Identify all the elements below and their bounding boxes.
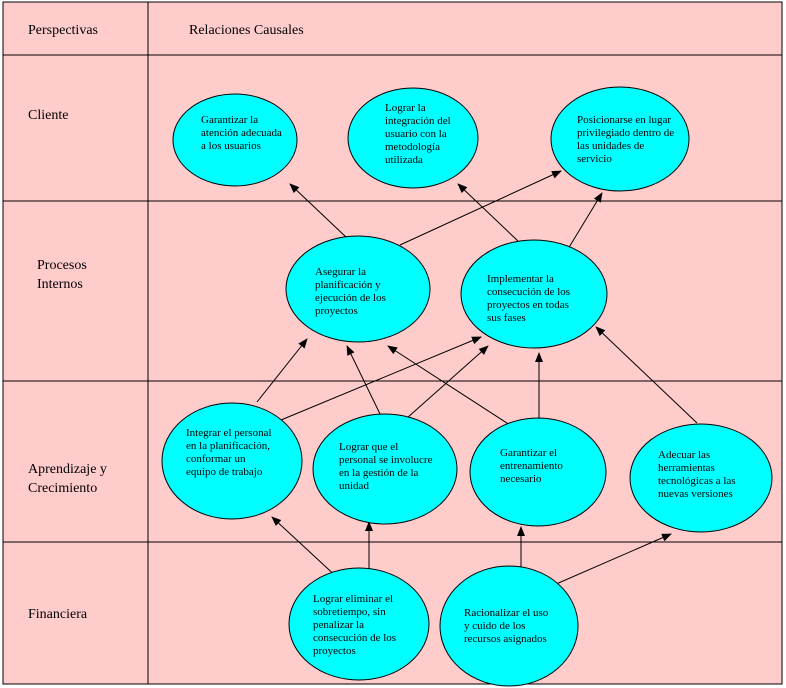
node-a3-line: necesario xyxy=(500,473,542,485)
row-label-aprendizaje-crecimiento: Aprendizaje y Crecimiento xyxy=(28,460,107,498)
node-p1-line: planificación y xyxy=(315,279,381,291)
row-label-procesos-internos: Procesos Internos xyxy=(37,256,87,294)
node-c1-text: Garantizar la atención adecuada a los us… xyxy=(201,114,282,153)
node-a4-line: tecnológicas a las xyxy=(658,475,736,487)
arrow-a2-to-p1 xyxy=(346,345,382,417)
node-a2-line: unidad xyxy=(339,480,369,492)
arrow-p2-to-c2 xyxy=(457,183,520,243)
node-c3-line: privilegiado dentro de xyxy=(577,127,675,139)
node-a3-line: entrenamiento xyxy=(500,460,563,472)
node-a3 xyxy=(469,417,607,527)
node-a4-line: Adecuar las xyxy=(658,449,711,461)
node-p2-line: sus fases xyxy=(487,312,526,324)
node-c2-line: usuario con la xyxy=(385,128,447,140)
node-f1-line: consecución de los xyxy=(313,632,397,644)
header-relaciones-causales: Relaciones Causales xyxy=(189,23,304,38)
node-f1-text: Lograr eliminar el sobretiempo, sin pena… xyxy=(313,593,396,658)
node-f1-line: proyectos xyxy=(313,645,356,657)
node-f2-text: Racionalizar el uso y cuido de los recur… xyxy=(464,607,548,646)
node-a3-line: Garantizar el xyxy=(500,447,558,459)
node-a4-text: Adecuar las herramientas tecnológicas a … xyxy=(658,449,736,501)
node-c3 xyxy=(550,86,690,192)
arrow-a3-to-p1 xyxy=(387,345,514,428)
node-c2 xyxy=(347,87,479,189)
arrow-p1-to-c3 xyxy=(399,170,562,246)
node-f1-line: Lograr eliminar el xyxy=(313,593,394,605)
node-p1-line: ejecución de los xyxy=(315,292,386,304)
node-c2-text: Lograr la integración del usuario con la… xyxy=(385,102,451,167)
node-p2-line: Implementar la xyxy=(487,273,554,285)
node-a4-line: nuevas versiones xyxy=(658,488,733,500)
node-c3-line: servicio xyxy=(577,153,612,165)
node-a2 xyxy=(312,413,458,525)
row-label-aprendizaje-line2: Crecimiento xyxy=(28,481,98,496)
node-f1-line: sobretiempo, sin xyxy=(313,606,386,618)
node-a3-text: Garantizar el entrenamiento necesario xyxy=(500,447,563,486)
node-a2-text: Lograr que el personal se involucre en l… xyxy=(339,441,432,493)
arrow-a4-to-p2 xyxy=(595,326,698,424)
arrow-a1-to-p2 xyxy=(280,336,482,421)
node-a1-line: equipo de trabajo xyxy=(186,466,263,478)
node-p2-text: Implementar la consecución de los proyec… xyxy=(487,273,570,325)
node-c1-line: a los usuarios xyxy=(201,140,261,152)
arrow-a2-to-p2 xyxy=(406,345,489,419)
node-a2-line: en la gestión de la xyxy=(339,467,419,479)
node-a2-line: personal se involucre xyxy=(339,454,433,466)
node-a1 xyxy=(161,402,303,520)
node-c2-line: Lograr la xyxy=(385,102,426,114)
node-f1 xyxy=(288,567,430,681)
arrow-a1-to-p1 xyxy=(256,338,308,403)
node-c2-line: integración del xyxy=(385,115,451,127)
row-label-procesos-line2: Internos xyxy=(37,277,83,292)
node-a2-line: Lograr que el xyxy=(339,441,399,453)
node-p2-line: proyectos en todas xyxy=(487,299,569,311)
node-f2-line: y cuido de los xyxy=(464,620,526,632)
objective-nodes xyxy=(161,86,773,687)
node-c3-text: Posicionarse en lugar privilegiado dentr… xyxy=(577,114,674,166)
causal-arrows xyxy=(256,170,698,589)
node-p1 xyxy=(285,235,431,343)
node-c3-line: Posicionarse en lugar xyxy=(577,114,672,126)
row-label-aprendizaje-line1: Aprendizaje y xyxy=(28,462,107,477)
arrow-f2-to-a4 xyxy=(546,533,672,589)
node-a1-line: en la planificación, xyxy=(186,440,270,452)
node-p1-line: proyectos xyxy=(315,305,358,317)
node-f2-line: Racionalizar el uso xyxy=(464,607,549,619)
node-a4-line: herramientas xyxy=(658,462,715,474)
node-a1-line: conformar un xyxy=(186,453,246,465)
node-f1-line: penalizar la xyxy=(313,619,364,631)
node-c3-line: las unidades de xyxy=(577,140,645,152)
row-label-financiera: Financiera xyxy=(28,607,88,622)
node-p2 xyxy=(460,239,608,349)
arrow-p1-to-c1 xyxy=(289,183,348,239)
node-a1-line: Integrar el personal xyxy=(186,427,272,439)
arrow-f1-to-a1 xyxy=(271,516,341,581)
node-c1-line: Garantizar la xyxy=(201,114,259,126)
node-p1-line: Asegurar la xyxy=(315,266,367,278)
node-a4 xyxy=(629,423,773,533)
node-c1 xyxy=(172,93,298,187)
node-c1-line: atención adecuada xyxy=(201,127,282,139)
node-p1-text: Asegurar la planificación y ejecución de… xyxy=(315,266,386,318)
arrow-p2-to-c3 xyxy=(567,192,603,250)
node-a1-text: Integrar el personal en la planificación… xyxy=(186,427,272,479)
row-label-cliente: Cliente xyxy=(28,108,69,123)
node-f2 xyxy=(439,565,579,687)
node-c2-line: utilizada xyxy=(385,154,423,166)
row-label-procesos-line1: Procesos xyxy=(37,258,87,273)
node-p2-line: consecución de los xyxy=(487,286,571,298)
node-c2-line: metodología xyxy=(385,141,440,153)
node-f2-line: recursos asignados xyxy=(464,633,547,645)
header-perspectivas: Perspectivas xyxy=(28,23,98,38)
